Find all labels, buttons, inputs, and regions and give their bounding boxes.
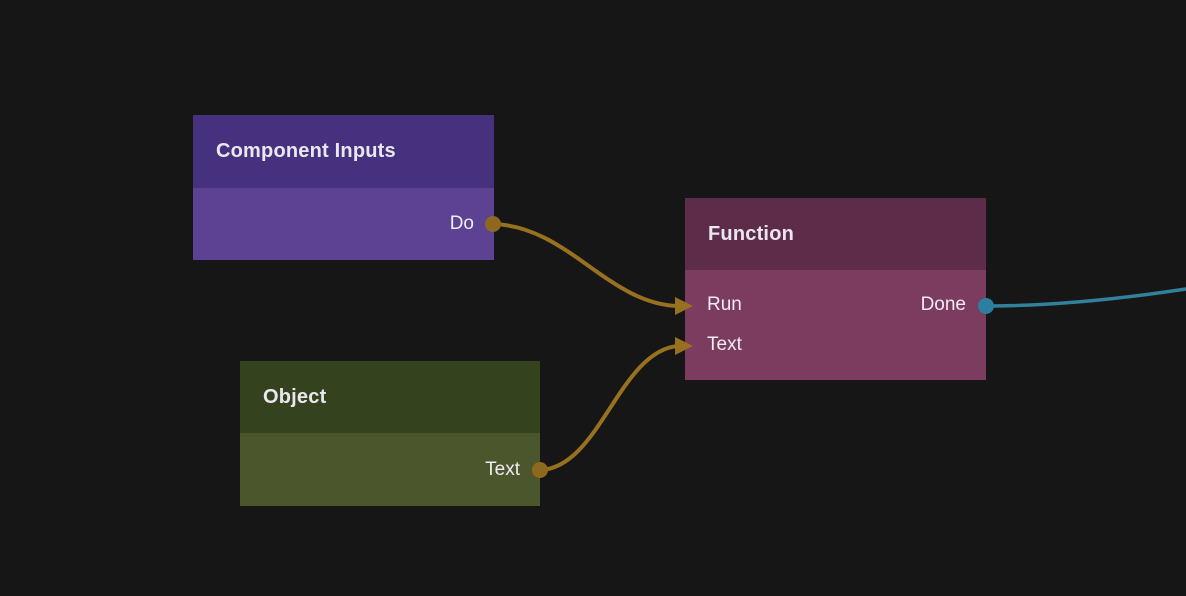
port-dot-do[interactable] <box>485 216 501 232</box>
port-dot-done[interactable] <box>978 298 994 314</box>
node-title: Function <box>708 222 795 245</box>
node-component-inputs[interactable]: Component Inputs Do <box>193 115 494 260</box>
node-title: Component Inputs <box>216 140 396 162</box>
node-body: Run Done Text <box>685 270 986 380</box>
node-object[interactable]: Object Text <box>240 361 540 506</box>
wire-do-to-run[interactable] <box>491 222 693 315</box>
output-port-row-do[interactable]: Do <box>193 204 494 244</box>
node-function[interactable]: Function Run Done Text <box>685 198 986 380</box>
output-port-label-done: Done <box>920 294 966 315</box>
wire-text-to-text[interactable] <box>538 337 693 472</box>
wire-path[interactable] <box>491 222 680 308</box>
arrowhead-text-icon <box>675 337 693 355</box>
port-dot-object-text[interactable] <box>532 462 548 478</box>
output-port-label: Text <box>485 459 520 480</box>
node-body: Text <box>240 433 540 506</box>
output-port-row-text[interactable]: Text <box>240 450 540 490</box>
port-row-text[interactable]: Text <box>685 325 986 365</box>
output-port-label: Do <box>449 213 474 234</box>
wire-path[interactable] <box>984 287 1186 308</box>
wire-done-out[interactable] <box>984 287 1186 308</box>
arrowhead-run-icon <box>675 297 693 315</box>
port-row-run-done[interactable]: Run Done <box>685 285 986 325</box>
wire-path[interactable] <box>538 344 680 472</box>
node-header[interactable]: Object <box>240 361 540 433</box>
node-body: Do <box>193 188 494 260</box>
input-port-label-run: Run <box>707 294 742 315</box>
node-header[interactable]: Function <box>685 198 986 270</box>
input-port-label-text: Text <box>707 334 742 355</box>
node-header[interactable]: Component Inputs <box>193 115 494 188</box>
node-title: Object <box>263 385 327 408</box>
